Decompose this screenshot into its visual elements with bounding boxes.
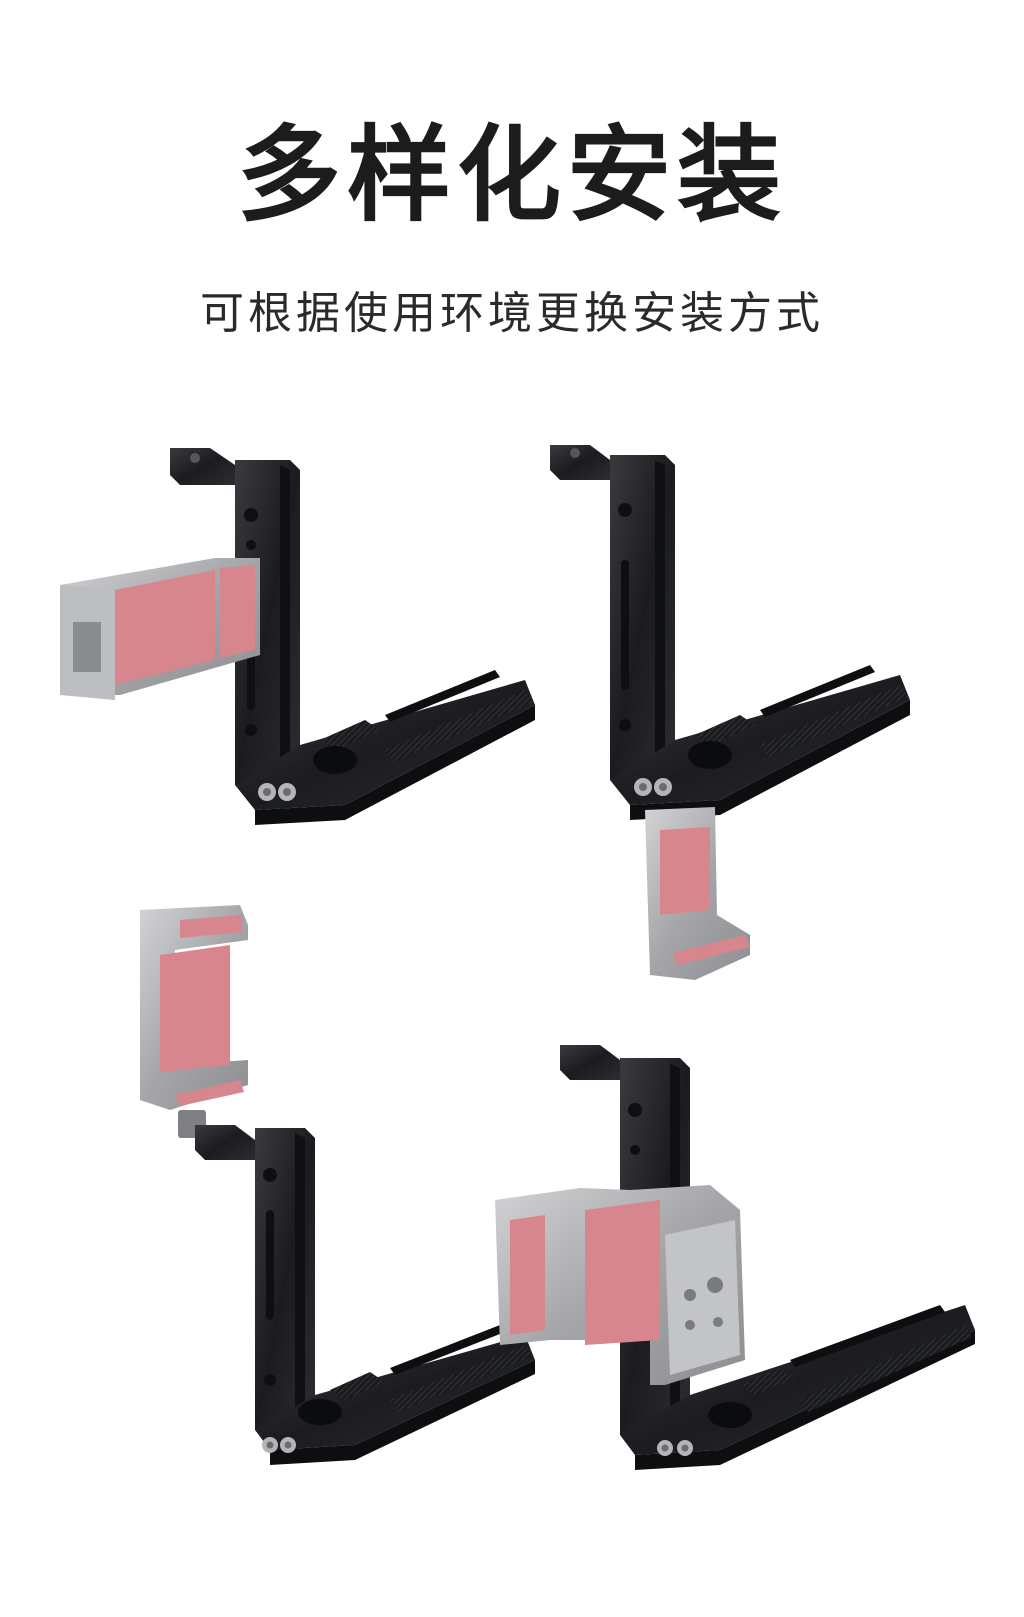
page-title: 多样化安装 [236, 114, 787, 236]
product-photo-4 [495, 1045, 975, 1470]
product-photo-3 [140, 905, 535, 1465]
product-photo-2 [550, 445, 910, 980]
l-bracket [550, 445, 910, 820]
phone-clamp [60, 558, 260, 700]
product-photo-1 [60, 448, 535, 825]
l-bracket [170, 448, 535, 825]
phone-clamp [645, 807, 750, 980]
page-subtitle: 可根据使用环境更换安装方式 [200, 288, 824, 339]
phone-clamp [140, 905, 248, 1138]
l-bracket [195, 1125, 535, 1465]
phone-clamp [495, 1185, 745, 1385]
